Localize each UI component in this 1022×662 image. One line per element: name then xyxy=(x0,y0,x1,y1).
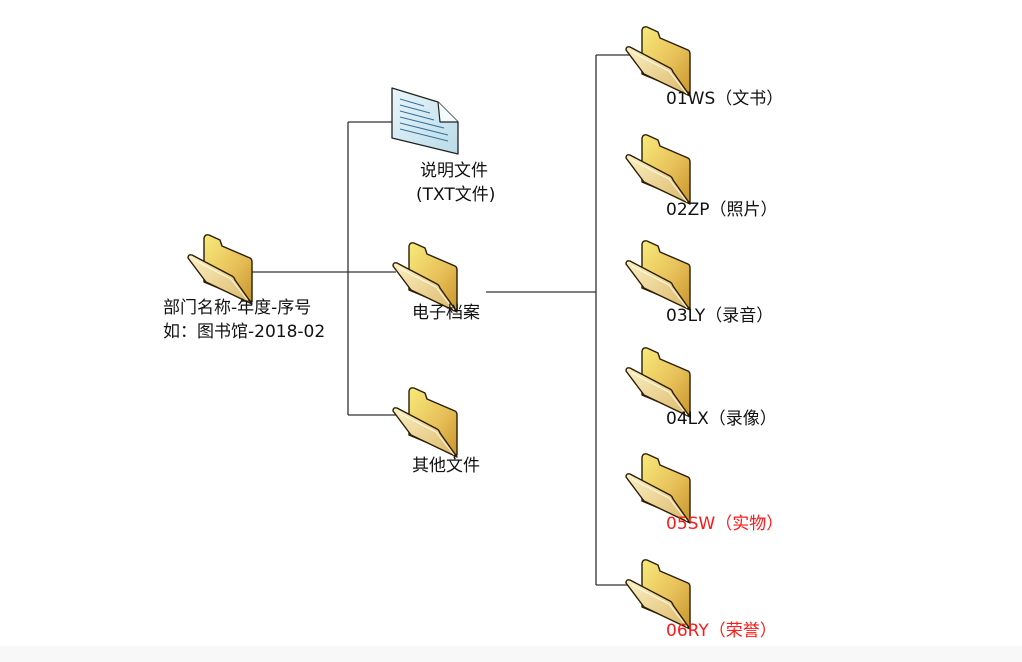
subfolder-label: 06RY（荣誉） xyxy=(666,621,777,641)
subfolder-label: 02ZP（照片） xyxy=(666,200,778,220)
folder-icon xyxy=(625,559,691,630)
root-label-line2: 如：图书馆-2018-02 xyxy=(163,322,326,342)
subfolder-label: 04LX（录像） xyxy=(666,409,777,429)
readme-label-line1: 说明文件 xyxy=(420,161,488,181)
folder-icon xyxy=(625,26,691,97)
folder-icon xyxy=(625,453,691,524)
folder-icon xyxy=(625,347,691,418)
folder-icon xyxy=(392,387,458,458)
text-document-icon xyxy=(391,87,459,155)
folder-icon xyxy=(392,242,458,313)
subfolder-label: 05SW（实物） xyxy=(666,514,784,534)
other-files-label: 其他文件 xyxy=(412,456,480,476)
bottom-band xyxy=(0,646,1022,662)
root-label-line1: 部门名称-年度-序号 xyxy=(163,298,312,318)
folder-icon xyxy=(625,134,691,205)
folder-icon xyxy=(187,234,253,305)
folder-icon xyxy=(625,240,691,311)
readme-label-line2: (TXT文件) xyxy=(416,185,496,205)
electronic-archive-label: 电子档案 xyxy=(412,303,480,323)
subfolder-label: 01WS（文书） xyxy=(666,89,784,109)
subfolder-label: 03LY（录音） xyxy=(666,306,774,326)
